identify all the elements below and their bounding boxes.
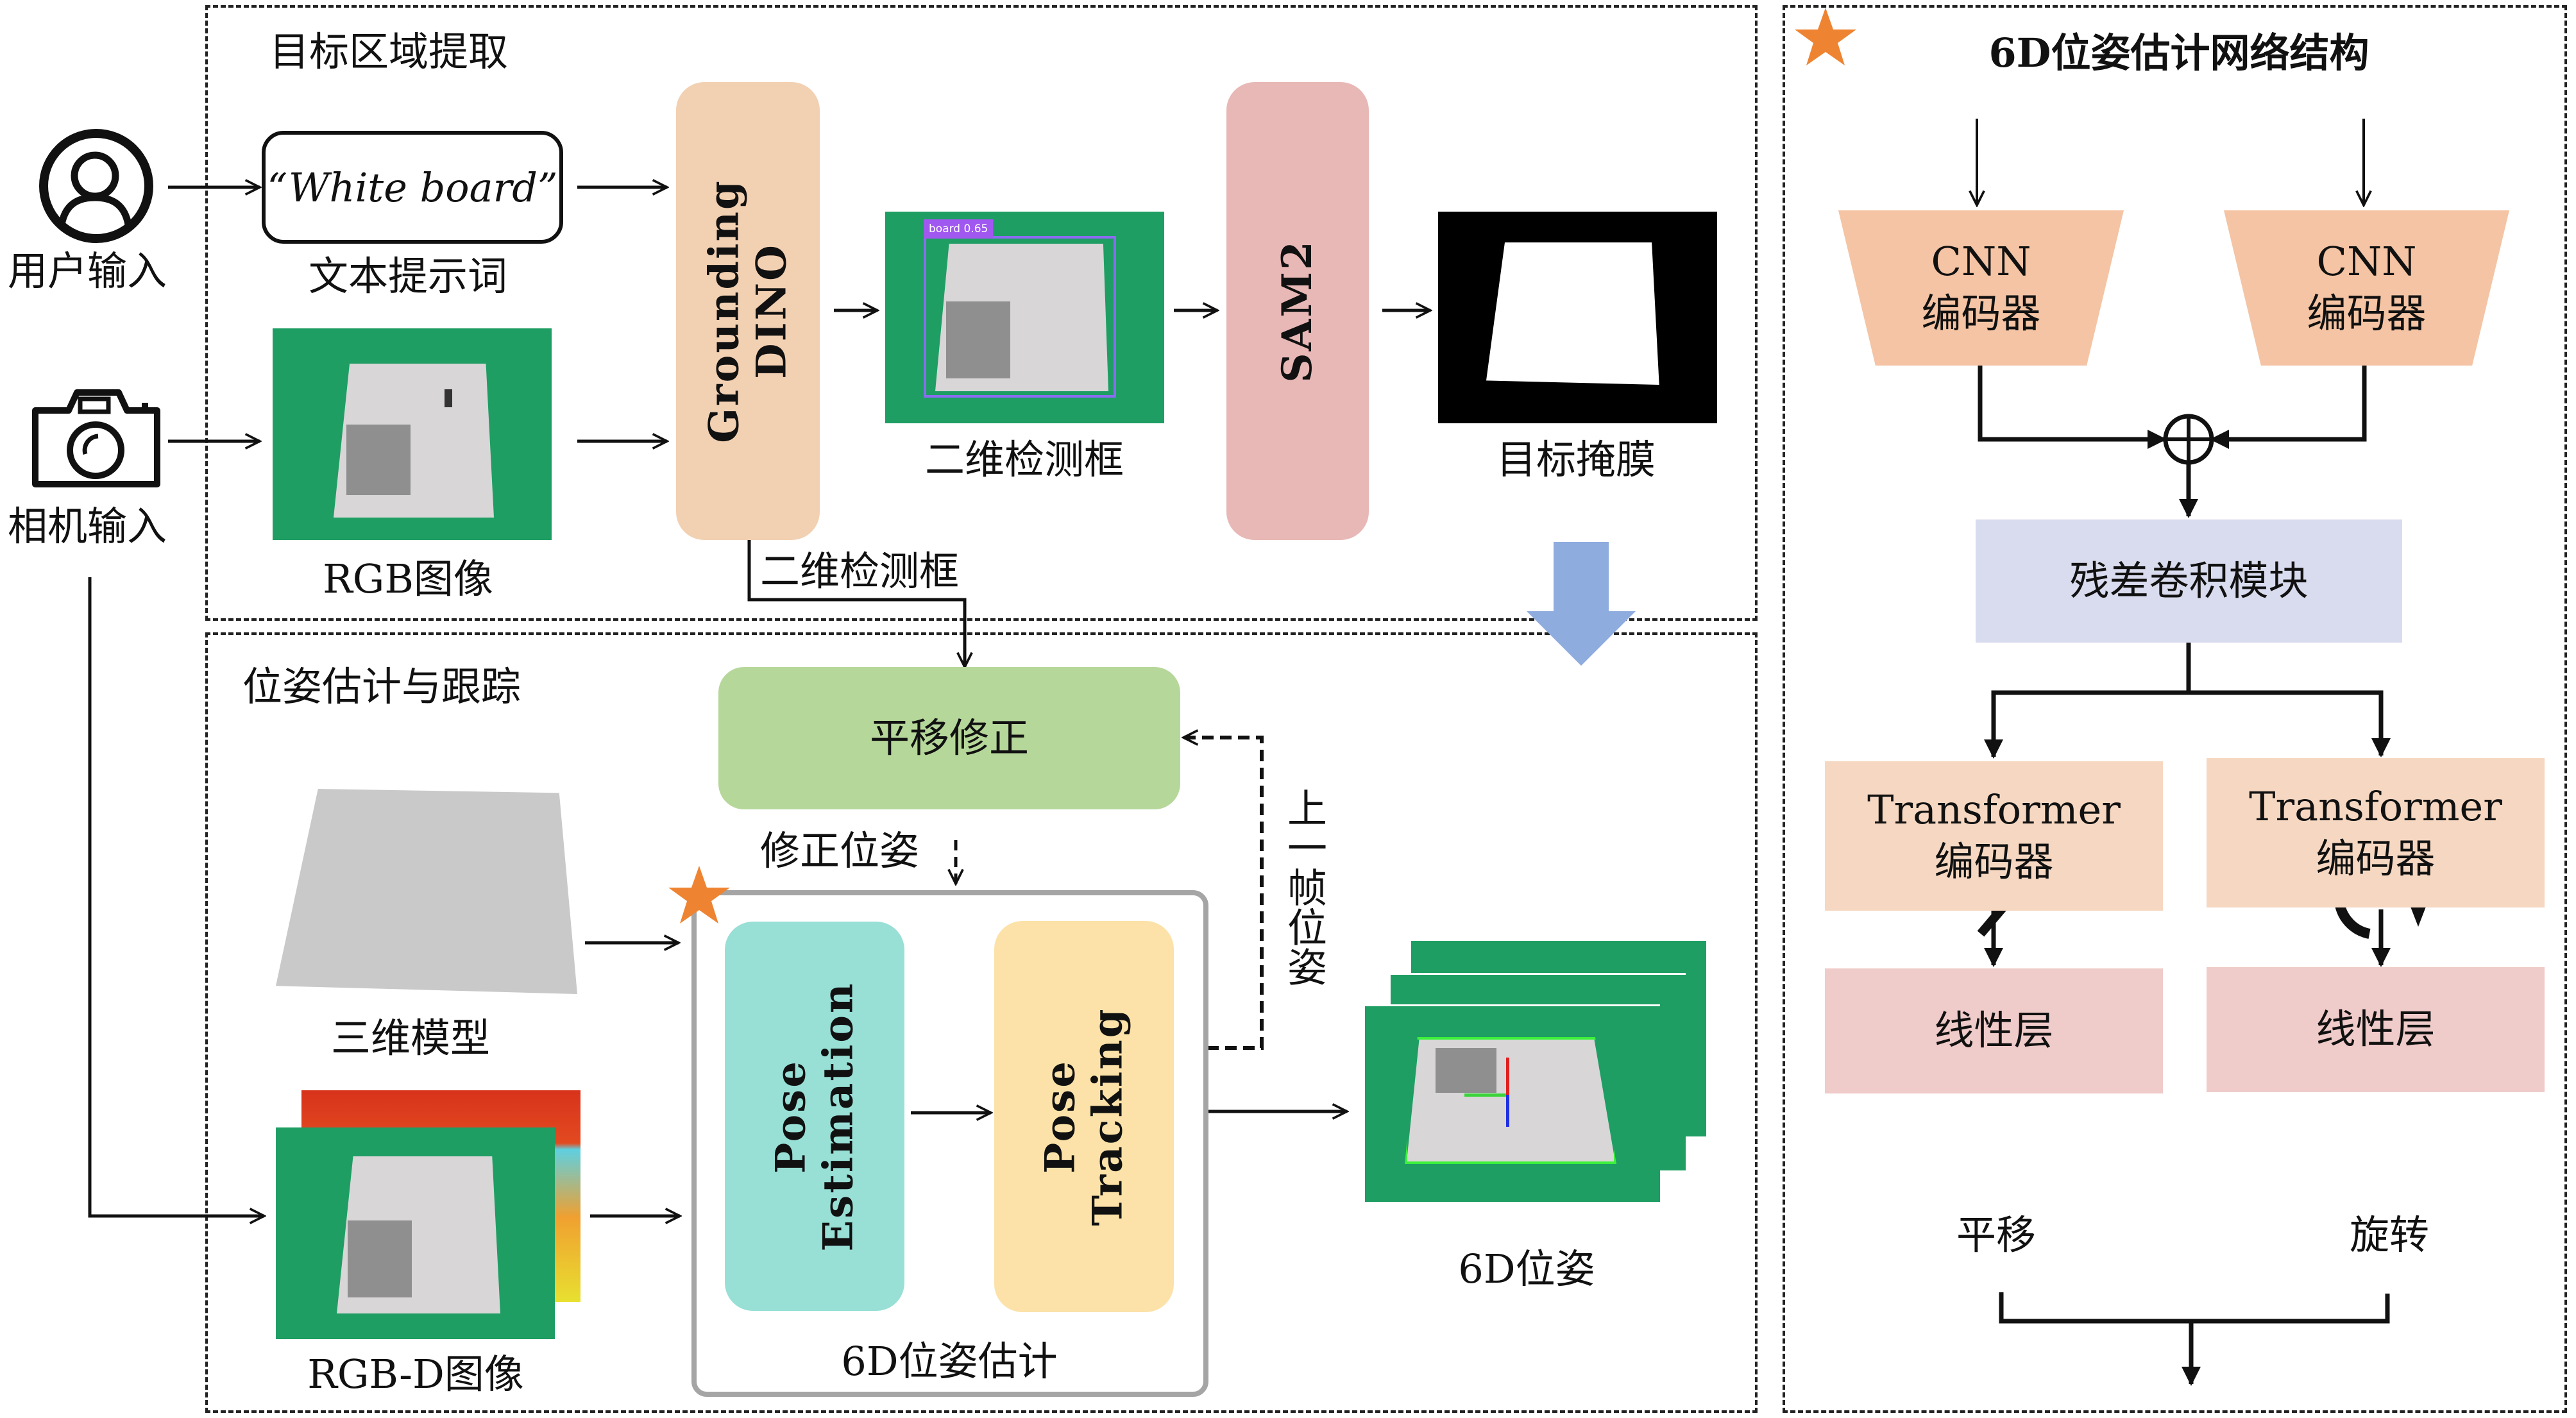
text-prompt-box[interactable]: “White board” bbox=[262, 131, 563, 244]
text-prompt-value: “White board” bbox=[267, 164, 558, 211]
previous-frame-pose-label: 上一帧位姿 bbox=[1280, 788, 1327, 986]
linear-layer-left[interactable]: 线性层 bbox=[1825, 968, 2163, 1093]
pose-tracking-line2: Tracking bbox=[1083, 1007, 1131, 1226]
camera-icon bbox=[29, 385, 167, 491]
arrow-cnn-right-to-sum bbox=[2210, 366, 2367, 449]
axis-z bbox=[1506, 1095, 1509, 1127]
pose-output-frame-1 bbox=[1363, 1004, 1660, 1202]
translation-correction-block[interactable]: 平移修正 bbox=[718, 667, 1180, 809]
extraction-section-frame bbox=[205, 5, 1758, 621]
arrow-previous-pose-feedback bbox=[1183, 738, 1264, 1050]
network-title: 6D位姿估计网络结构 bbox=[1988, 30, 2369, 76]
mask-image bbox=[1438, 212, 1717, 423]
corrected-pose-label: 修正位姿 bbox=[760, 827, 920, 874]
star-icon-network bbox=[1793, 6, 1858, 71]
3d-model-image bbox=[276, 789, 577, 994]
arrow-cnn-left-to-sum bbox=[1978, 366, 2167, 449]
user-input-label: 用户输入 bbox=[8, 248, 167, 294]
rgbd-image-label: RGB-D图像 bbox=[307, 1351, 524, 1397]
arrow-camera-to-rgbd bbox=[88, 577, 264, 1216]
linear-layer-right[interactable]: 线性层 bbox=[2207, 967, 2545, 1092]
grounding-dino-line1: Grounding bbox=[700, 179, 749, 443]
user-icon bbox=[38, 128, 154, 244]
network-section-frame bbox=[1783, 5, 2567, 1413]
bbox-connector-label: 二维检测框 bbox=[760, 548, 960, 595]
rotation-label: 旋转 bbox=[2349, 1211, 2430, 1258]
3d-model-label: 三维模型 bbox=[330, 1015, 491, 1061]
text-prompt-label: 文本提示词 bbox=[308, 253, 508, 300]
arrow-bbox-to-correction bbox=[747, 540, 965, 667]
detection-label: 二维检测框 bbox=[924, 436, 1124, 483]
rgb-image bbox=[273, 328, 552, 540]
camera-input-label: 相机输入 bbox=[8, 503, 167, 550]
detection-tag: board 0.65 bbox=[924, 219, 994, 239]
mask-label: 目标掩膜 bbox=[1496, 436, 1656, 483]
cnn-encoder-right[interactable]: CNN 编码器 bbox=[2224, 210, 2509, 366]
pose-output-label: 6D位姿 bbox=[1458, 1245, 1595, 1292]
big-down-arrow bbox=[1527, 542, 1636, 666]
extraction-section-title: 目标区域提取 bbox=[269, 28, 509, 75]
grounding-dino-line2: DINO bbox=[747, 243, 795, 379]
translation-label: 平移 bbox=[1956, 1211, 2037, 1258]
output-merge-connector bbox=[1999, 1292, 2390, 1324]
detection-image: board 0.65 bbox=[885, 212, 1164, 423]
cnn-encoder-left[interactable]: CNN 编码器 bbox=[1838, 210, 2124, 366]
residual-conv-block[interactable]: 残差卷积模块 bbox=[1976, 519, 2402, 643]
translation-correction-label: 平移修正 bbox=[869, 714, 1029, 761]
star-icon-estimator bbox=[667, 865, 731, 929]
axis-y bbox=[1506, 1058, 1509, 1095]
sam2-label: SAM2 bbox=[1273, 239, 1322, 383]
rgbd-image bbox=[276, 1127, 555, 1339]
transformer-encoder-left[interactable]: Transformer 编码器 bbox=[1825, 761, 2163, 911]
pose-estimation-line1: Pose bbox=[767, 1059, 815, 1174]
pose-estimation-line2: Estimation bbox=[814, 981, 862, 1251]
transformer-encoder-right[interactable]: Transformer 编码器 bbox=[2207, 758, 2545, 907]
pose-estimator-label: 6D位姿估计 bbox=[841, 1338, 1058, 1385]
split-connector bbox=[1991, 690, 2384, 754]
tracking-section-frame bbox=[205, 632, 1758, 1413]
pose-estimator-container bbox=[691, 890, 1208, 1397]
pose-tracking-line1: Pose bbox=[1036, 1059, 1085, 1174]
axis-x bbox=[1464, 1093, 1506, 1097]
tracking-section-title: 位姿估计与跟踪 bbox=[242, 663, 521, 710]
rgb-image-label: RGB图像 bbox=[323, 555, 493, 602]
sam2-block[interactable]: SAM2 bbox=[1226, 82, 1369, 540]
